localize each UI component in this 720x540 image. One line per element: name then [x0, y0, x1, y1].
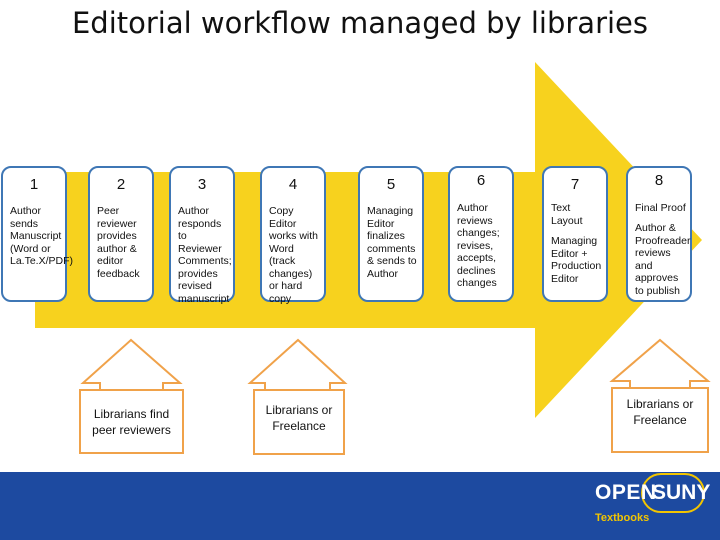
step-number: 6	[476, 172, 486, 189]
callout-box-3	[611, 387, 709, 453]
callout-text-2: Librarians or Freelance	[265, 403, 333, 433]
footer-band	[0, 472, 720, 540]
step-text: Author reviews changes; revises, accepts…	[457, 202, 500, 289]
step-text: Managing Editor finalizes comments & sen…	[367, 205, 417, 280]
step-5: 5 Managing Editor finalizes comments & s…	[358, 166, 424, 302]
step-text: Author responds to Reviewer Comments; pr…	[178, 205, 232, 305]
step-text: Managing Editor + Production Editor	[551, 235, 602, 285]
step-number: 2	[116, 176, 126, 193]
step-text: Peer reviewer provides author & editor f…	[97, 205, 140, 280]
callout-box-1	[79, 389, 184, 454]
step-number: 8	[654, 172, 664, 189]
step-1: 1 Author sends Manuscript (Word or La.Te…	[1, 166, 74, 302]
logo-textbooks-text: Textbooks	[595, 512, 650, 524]
step-heading-text: Final Proof	[635, 202, 686, 214]
step-number: 3	[197, 176, 207, 193]
step-text: Author & Proofreader reviews and approve…	[635, 222, 691, 297]
open-suny-logo: OPEN SUNY Textbooks	[590, 468, 720, 540]
callout-arrow-1	[80, 338, 183, 391]
callout-text-1: Librarians find peer reviewers	[92, 407, 171, 437]
step-number: 1	[29, 176, 39, 193]
step-heading: Final Proof	[635, 202, 688, 215]
step-7: 7 Text Layout Managing Editor + Producti…	[542, 166, 608, 302]
diagram-title: Editorial workflow managed by libraries	[71, 6, 649, 40]
step-2: 2 Peer reviewer provides author & editor…	[88, 166, 154, 302]
step-number: 5	[386, 176, 396, 193]
step-heading: Text Layout	[551, 202, 604, 227]
logo-ring	[641, 473, 705, 513]
logo-suny-text: SUNY	[652, 481, 711, 504]
step-text: Copy Editor works with Word (track chang…	[269, 205, 319, 305]
step-number: 7	[570, 176, 580, 193]
callout-box-2	[253, 389, 345, 455]
step-4: 4 Copy Editor works with Word (track cha…	[260, 166, 326, 305]
step-number: 4	[288, 176, 298, 193]
logo-open-text: OPEN	[595, 481, 657, 504]
step-3: 3 Author responds to Reviewer Comments; …	[169, 166, 235, 305]
step-8: 8 Final Proof Author & Proofreader revie…	[626, 166, 692, 302]
step-text: Author sends Manuscript (Word or La.Te.X…	[10, 205, 74, 267]
step-heading-text: Text Layout	[551, 202, 583, 227]
callout-arrow-2	[247, 338, 348, 391]
callout-text-3: Librarians or Freelance	[626, 397, 694, 427]
step-6: 6 Author reviews changes; revises, accep…	[448, 166, 514, 302]
callout-arrow-3	[609, 338, 711, 389]
